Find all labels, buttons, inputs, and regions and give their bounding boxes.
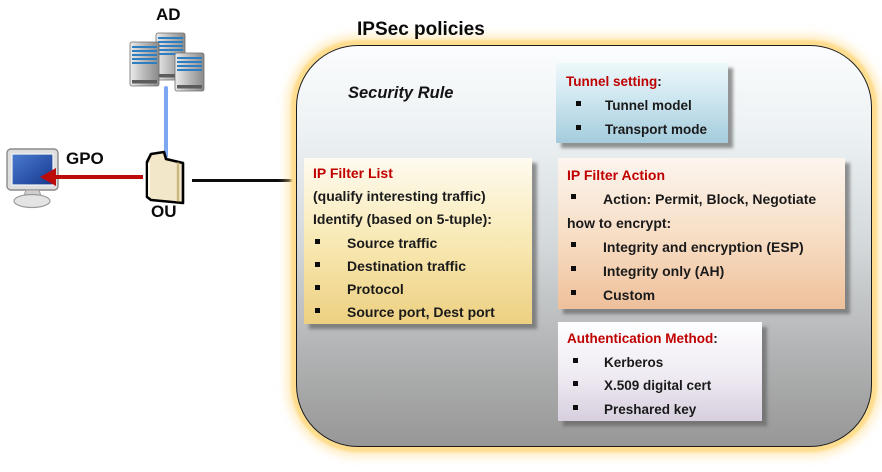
list-item: Integrity and encryption (ESP) [567,235,845,259]
list-item: Destination traffic [313,255,532,278]
list-item: Tunnel model [566,94,728,118]
list-item: Preshared key [567,398,762,422]
bullet-square-icon [576,125,581,130]
list-item: X.509 digital cert [567,374,762,398]
list-item: Custom [567,283,845,307]
gpo-arrow-line [53,175,143,179]
tunnel-setting-box: Tunnel setting: Tunnel model Transport m… [556,63,728,143]
ip-filter-action-title: IP Filter Action [567,167,666,183]
bullet-square-icon [573,381,578,386]
ip-filter-action-box: IP Filter Action Action: Permit, Block, … [558,158,845,309]
ad-label: AD [156,5,181,24]
identify-tuple-line: Identify (based on 5-tuple): [313,211,492,228]
bullet-square-icon [573,357,578,363]
tunnel-setting-title: Tunnel setting: [566,74,662,89]
list-item: Kerberos [567,351,762,375]
authentication-method-box: Authentication Method: Kerberos X.509 di… [558,322,762,421]
ou-label: OU [151,202,177,221]
ad-servers-icon [129,32,205,92]
gpo-arrowhead-icon [40,168,56,186]
list-item: Source port, Dest port [313,301,532,324]
how-to-encrypt-line: how to encrypt: [567,215,672,231]
bullet-square-icon [573,404,578,410]
authentication-method-title: Authentication Method: [567,331,718,346]
bullet-square-icon [571,266,576,271]
bullet-square-icon [576,101,581,106]
list-item: Transport mode [566,118,728,142]
gpo-label: GPO [66,149,104,168]
bullet-square-icon [571,290,576,295]
bullet-square-icon [571,194,576,199]
list-item: Action: Permit, Block, Negotiate [567,187,845,211]
ad-ou-link-line [164,86,168,158]
ou-folder-icon [145,150,185,205]
list-item: Protocol [313,278,532,301]
qualify-traffic-line: (qualify interesting traffic) [313,188,486,205]
bullet-square-icon [571,242,576,247]
ipsec-policies-title: IPSec policies [357,19,485,40]
ip-filter-list-title: IP Filter List [313,165,393,181]
bullet-square-icon [315,261,320,267]
list-item: Source traffic [313,232,532,255]
ip-filter-list-box: IP Filter List (qualify interesting traf… [304,158,532,324]
bullet-square-icon [315,285,320,291]
ou-policy-link-line [192,179,298,182]
bullet-square-icon [315,238,320,244]
security-rule-label: Security Rule [348,84,454,102]
list-item: Integrity only (AH) [567,259,845,283]
bullet-square-icon [315,308,320,314]
